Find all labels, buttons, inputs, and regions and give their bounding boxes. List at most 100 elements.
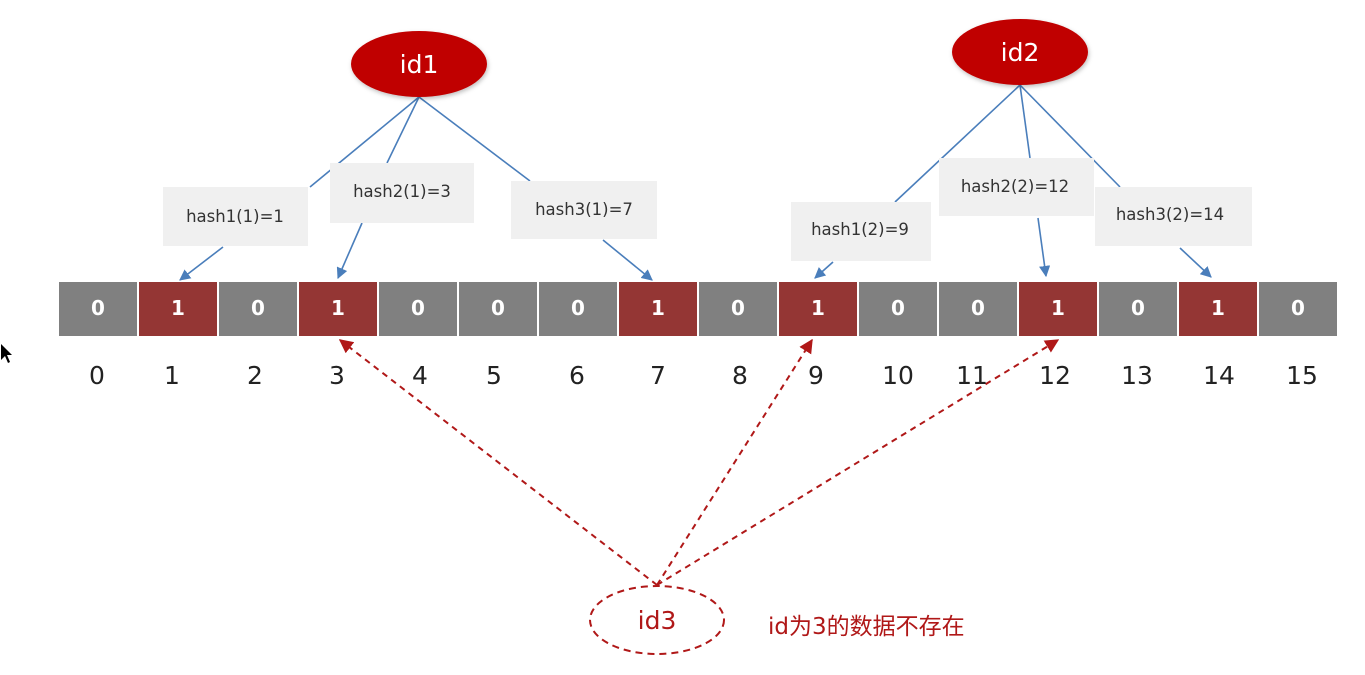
bit-cell: 0 <box>1099 282 1177 336</box>
hash-labels-layer: hash1(1)=1 hash2(1)=3 hash3(1)=7 hash1(2… <box>163 158 1252 261</box>
query-arrow-to-bit-12 <box>656 339 1060 586</box>
edge-id2-h2 <box>1019 84 1031 159</box>
bit-value: 0 <box>571 296 585 320</box>
bit-cell-unset <box>59 282 137 336</box>
bit-value: 0 <box>971 296 985 320</box>
bit-index: 4 <box>412 361 428 390</box>
bit-cell-unset <box>459 282 537 336</box>
arrow-to-bit-3 <box>336 222 363 280</box>
bit-cell-unset <box>539 282 617 336</box>
node-id1-label: id1 <box>400 50 439 79</box>
bit-index: 5 <box>486 361 502 390</box>
bit-index: 13 <box>1121 361 1153 390</box>
query-node-label: id3 <box>638 606 677 635</box>
bit-cell-unset <box>859 282 937 336</box>
bit-value: 1 <box>1211 296 1225 320</box>
hash-label-id1-h1: hash1(1)=1 <box>163 187 308 246</box>
bit-cell: 0 <box>859 282 937 336</box>
bit-value: 0 <box>731 296 745 320</box>
arrow-to-bit-7 <box>602 239 653 281</box>
hash-label-text: hash2(1)=3 <box>353 182 451 201</box>
hash-label-id2-h1: hash1(2)=9 <box>791 202 931 261</box>
bit-index: 15 <box>1286 361 1318 390</box>
arrow-to-bit-14 <box>1179 247 1212 278</box>
edges-layer <box>179 84 1212 586</box>
bit-cell: 0 <box>939 282 1017 336</box>
edge-id1-h3 <box>418 96 531 182</box>
hash-label-text: hash3(2)=14 <box>1116 205 1224 224</box>
bit-index: 9 <box>808 361 824 390</box>
bit-cell: 1 <box>299 282 377 336</box>
hash-label-text: hash1(1)=1 <box>186 207 284 226</box>
bit-cell-unset <box>939 282 1017 336</box>
bit-value: 1 <box>651 296 665 320</box>
bit-cell: 0 <box>459 282 537 336</box>
bit-value: 0 <box>491 296 505 320</box>
hash-label-id1-h3: hash3(1)=7 <box>511 181 657 239</box>
edge-id2-h3 <box>1019 84 1121 188</box>
edge-id2-h1 <box>894 84 1021 203</box>
bit-cell: 0 <box>219 282 297 336</box>
bit-index: 12 <box>1039 361 1071 390</box>
hash-label-text: hash2(2)=12 <box>961 177 1069 196</box>
bit-value: 0 <box>891 296 905 320</box>
bit-value: 0 <box>1131 296 1145 320</box>
edge-id1-h2 <box>386 96 420 164</box>
bit-cell-unset <box>1099 282 1177 336</box>
bit-cell-unset <box>699 282 777 336</box>
bit-cell-unset <box>219 282 297 336</box>
bit-index: 0 <box>89 361 105 390</box>
bit-cell-set <box>1179 282 1257 336</box>
bit-cell-unset <box>379 282 457 336</box>
hash-label-id2-h2: hash2(2)=12 <box>939 158 1094 216</box>
hash-label-text: hash1(2)=9 <box>811 220 909 239</box>
bit-index: 14 <box>1203 361 1235 390</box>
hash-label-id1-h2: hash2(1)=3 <box>330 163 474 223</box>
bit-cell-set <box>1019 282 1097 336</box>
bit-index: 10 <box>882 361 914 390</box>
hash-label-id2-h3: hash3(2)=14 <box>1095 187 1252 246</box>
arrow-to-bit-12 <box>1037 217 1051 278</box>
query-arrow-to-bit-3 <box>338 339 658 586</box>
bit-index: 1 <box>164 361 180 390</box>
bit-cell: 0 <box>699 282 777 336</box>
bit-cell-set <box>779 282 857 336</box>
bit-cell-set <box>299 282 377 336</box>
arrow-to-bit-9 <box>814 261 834 279</box>
node-id2: id2 <box>952 19 1088 85</box>
bit-index: 7 <box>650 361 666 390</box>
arrow-to-bit-1 <box>179 246 224 281</box>
bit-cell: 0 <box>59 282 137 336</box>
bit-value: 0 <box>251 296 265 320</box>
bit-cell: 0 <box>379 282 457 336</box>
bit-value: 1 <box>811 296 825 320</box>
hash-label-text: hash3(1)=7 <box>535 200 633 219</box>
bit-value: 1 <box>171 296 185 320</box>
bit-cell-set <box>139 282 217 336</box>
bit-value: 1 <box>331 296 345 320</box>
bit-value: 0 <box>91 296 105 320</box>
bit-index: 6 <box>569 361 585 390</box>
bit-value: 1 <box>1051 296 1065 320</box>
edge-id1-h1 <box>309 96 420 188</box>
bit-cell: 1 <box>619 282 697 336</box>
node-id1: id1 <box>351 31 487 97</box>
bit-cell: 1 <box>1019 282 1097 336</box>
node-id2-label: id2 <box>1001 38 1040 67</box>
bit-cell: 0 <box>539 282 617 336</box>
bit-cell-unset <box>1259 282 1337 336</box>
bit-cell: 1 <box>779 282 857 336</box>
bit-array: 0 1 0 1 0 0 0 1 0 1 0 0 1 0 1 0 <box>59 282 1337 336</box>
bit-value: 0 <box>1291 296 1305 320</box>
bit-cell-set <box>619 282 697 336</box>
bit-index: 11 <box>956 361 988 390</box>
query-arrow-to-bit-9 <box>656 338 813 586</box>
bit-index: 3 <box>329 361 345 390</box>
bit-value: 0 <box>411 296 425 320</box>
mouse-cursor-icon <box>1 344 12 363</box>
bit-index: 8 <box>732 361 748 390</box>
bit-cell: 1 <box>1179 282 1257 336</box>
query-note: id为3的数据不存在 <box>768 614 965 640</box>
